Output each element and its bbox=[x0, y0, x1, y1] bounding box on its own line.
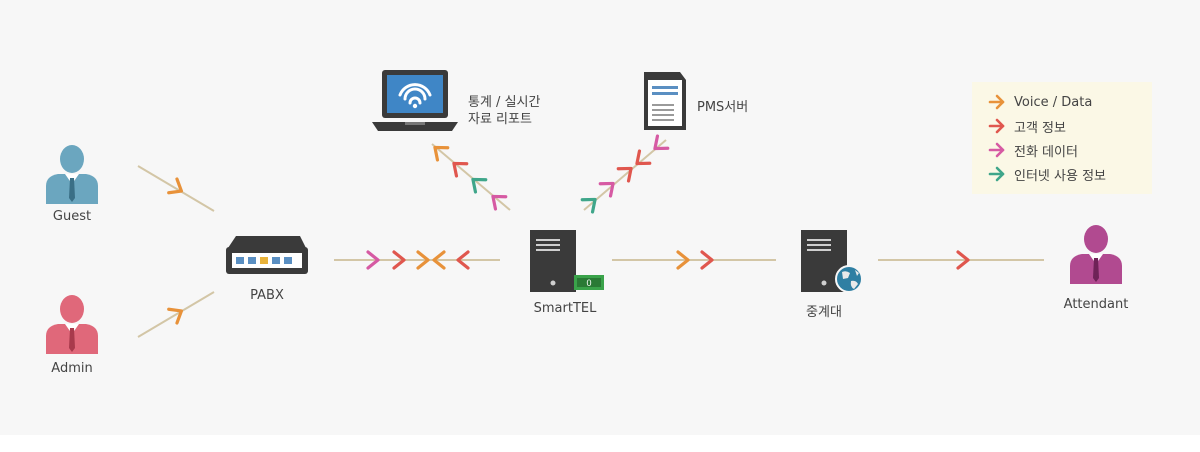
arrow-report-internet bbox=[471, 177, 488, 194]
globe-icon bbox=[835, 265, 863, 293]
arrow-pms-internet bbox=[580, 197, 597, 214]
smarttel-server-icon: 0 bbox=[530, 230, 604, 292]
pabx-label: PABX bbox=[250, 288, 284, 303]
arrow-pms-customer-up bbox=[616, 166, 633, 183]
legend-arrow-icon-internet bbox=[988, 166, 1005, 182]
guest-person-icon bbox=[46, 145, 98, 204]
report-label-line2: 자료 리포트 bbox=[468, 112, 532, 127]
laptop-icon bbox=[372, 70, 458, 131]
legend-label-internet: 인터넷 사용 정보 bbox=[1014, 168, 1106, 184]
svg-text:0: 0 bbox=[586, 278, 591, 288]
diagram-background bbox=[0, 0, 1200, 435]
link-smarttel-report bbox=[431, 143, 511, 211]
arrow-customer-right bbox=[392, 250, 406, 270]
smarttel-label: SmartTEL bbox=[533, 301, 597, 316]
arrow-voice-admin bbox=[167, 307, 184, 325]
arrow-report-call bbox=[491, 194, 508, 211]
legend-label-call-data: 전화 데이터 bbox=[1014, 144, 1078, 160]
admin-label: Admin bbox=[51, 361, 93, 376]
legend-item-customer: 고객 정보 bbox=[988, 116, 1066, 136]
arrow-relay-voice bbox=[676, 250, 690, 270]
legend-arrow-icon-call bbox=[988, 142, 1005, 158]
report-label-line1: 통계 / 실시간 bbox=[468, 95, 541, 110]
legend: Voice / Data 고객 정보 전화 데이터 인터넷 사용 정보 bbox=[972, 82, 1152, 194]
guest-label: Guest bbox=[52, 209, 92, 224]
attendant-label: Attendant bbox=[1063, 297, 1129, 312]
arrow-customer-left bbox=[456, 250, 470, 270]
arrow-report-voice bbox=[433, 145, 450, 162]
pms-server-icon bbox=[644, 72, 686, 130]
pabx-device-icon bbox=[226, 236, 308, 274]
link-smarttel-pms bbox=[583, 139, 667, 211]
arrow-voice-left bbox=[432, 250, 446, 270]
legend-item-voice-data: Voice / Data bbox=[988, 92, 1092, 112]
legend-arrow-icon-voice bbox=[988, 94, 1005, 110]
legend-label-customer: 고객 정보 bbox=[1014, 120, 1066, 136]
arrow-voice-guest bbox=[167, 177, 184, 195]
legend-label-voice-data: Voice / Data bbox=[1014, 94, 1093, 110]
legend-arrow-icon-customer bbox=[988, 118, 1005, 134]
legend-item-call-data: 전화 데이터 bbox=[988, 140, 1078, 160]
arrow-call-data-right bbox=[366, 250, 380, 270]
admin-person-icon bbox=[46, 295, 98, 354]
arrow-voice-right bbox=[416, 250, 430, 270]
attendant-person-icon bbox=[1070, 225, 1122, 284]
arrow-pms-call-down bbox=[653, 134, 670, 151]
relay-label: 중계대 bbox=[806, 305, 842, 320]
arrow-pms-customer-down bbox=[635, 149, 652, 166]
arrow-pms-call bbox=[598, 181, 615, 198]
legend-item-internet: 인터넷 사용 정보 bbox=[988, 164, 1106, 184]
arrow-relay-customer bbox=[700, 250, 714, 270]
arrow-report-customer bbox=[452, 161, 469, 178]
link-admin-pabx bbox=[137, 291, 215, 338]
arrow-attendant-customer bbox=[956, 250, 970, 270]
pms-label: PMS서버 bbox=[697, 100, 749, 115]
link-guest-pabx bbox=[137, 165, 215, 212]
